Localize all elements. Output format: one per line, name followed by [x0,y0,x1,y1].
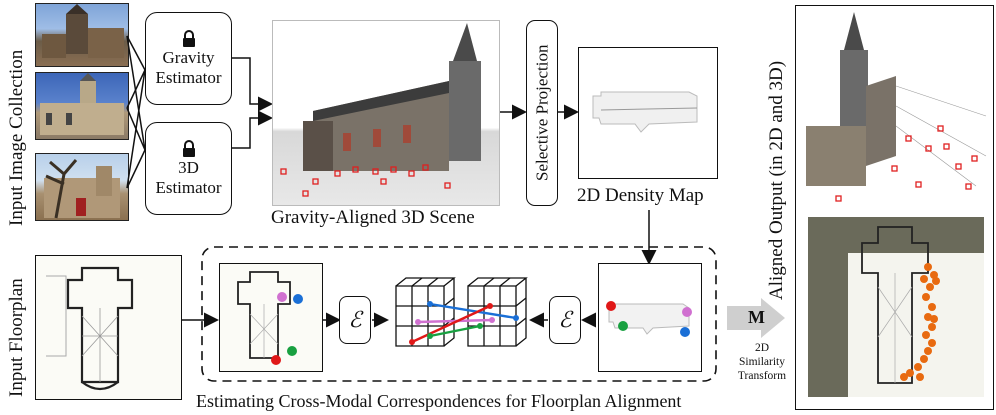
aligned-output-3d-panel [795,5,994,410]
transform-caption: 2D Similarity Transform [732,342,792,383]
church-point-cloud [280,23,481,197]
density-keypoints-panel [598,263,702,372]
selective-projection-box: Selective Projection [526,20,558,206]
density-map-image [592,91,698,133]
floorplan-keypoints-panel [219,263,323,372]
3d-estimator-line1: 3D [178,157,199,177]
keypoint-green [618,321,628,331]
keypoint-red [271,355,281,365]
correspondence-green [429,324,481,338]
keypoint-pink [277,292,287,302]
3d-estimator-line2: Estimator [155,177,222,197]
aligned-3d-view [806,12,987,202]
transform-caption-line2: Similarity [739,355,785,368]
scene-caption: Gravity-Aligned 3D Scene [271,207,475,228]
gravity-estimator-line1: Gravity [162,47,215,67]
encoder-left: ℰ [339,296,371,344]
gravity-estimator-line2: Estimator [155,67,222,87]
transform-caption-line3: Transform [737,369,787,382]
keypoint-pink [682,307,692,317]
correspondences-caption: Estimating Cross-Modal Correspondences f… [196,391,682,411]
keypoint-blue [293,294,303,304]
encoder-right: ℰ [549,296,581,344]
aligned-2d-view [808,217,984,397]
keypoint-red [606,301,616,311]
correspondence-dashed-frame [201,246,717,382]
church-photo-3 [44,159,120,219]
lock-icon [182,29,195,47]
arrow-icon [727,298,785,338]
keypoint-green [287,346,297,356]
3d-estimator-box: 3D Estimator [145,122,232,215]
orange-points [900,263,940,381]
density-map-panel [578,47,718,179]
gravity-estimator-box: Gravity Estimator [145,12,232,105]
density-keypoints-drawing [606,301,692,337]
input-floorplan-panel [35,255,182,400]
gravity-aligned-scene-panel [272,20,500,206]
input-photo-1 [35,3,129,67]
transform-symbol: M [748,307,765,327]
floorplan-drawing [46,266,134,391]
correspondence-blue [429,302,517,320]
density-map-caption: 2D Density Map [577,185,704,206]
floorplan-keypoints-drawing [237,271,303,365]
input-photo-2 [35,72,129,140]
church-photo-1 [42,4,124,58]
aligned-2d-floorplan [848,226,984,397]
church-photo-2 [40,73,124,135]
lock-icon [182,139,195,157]
input-photo-3 [35,153,129,221]
transform-caption-line1: 2D [754,342,770,354]
keypoint-blue [680,327,690,337]
correspondence-red [411,304,491,344]
